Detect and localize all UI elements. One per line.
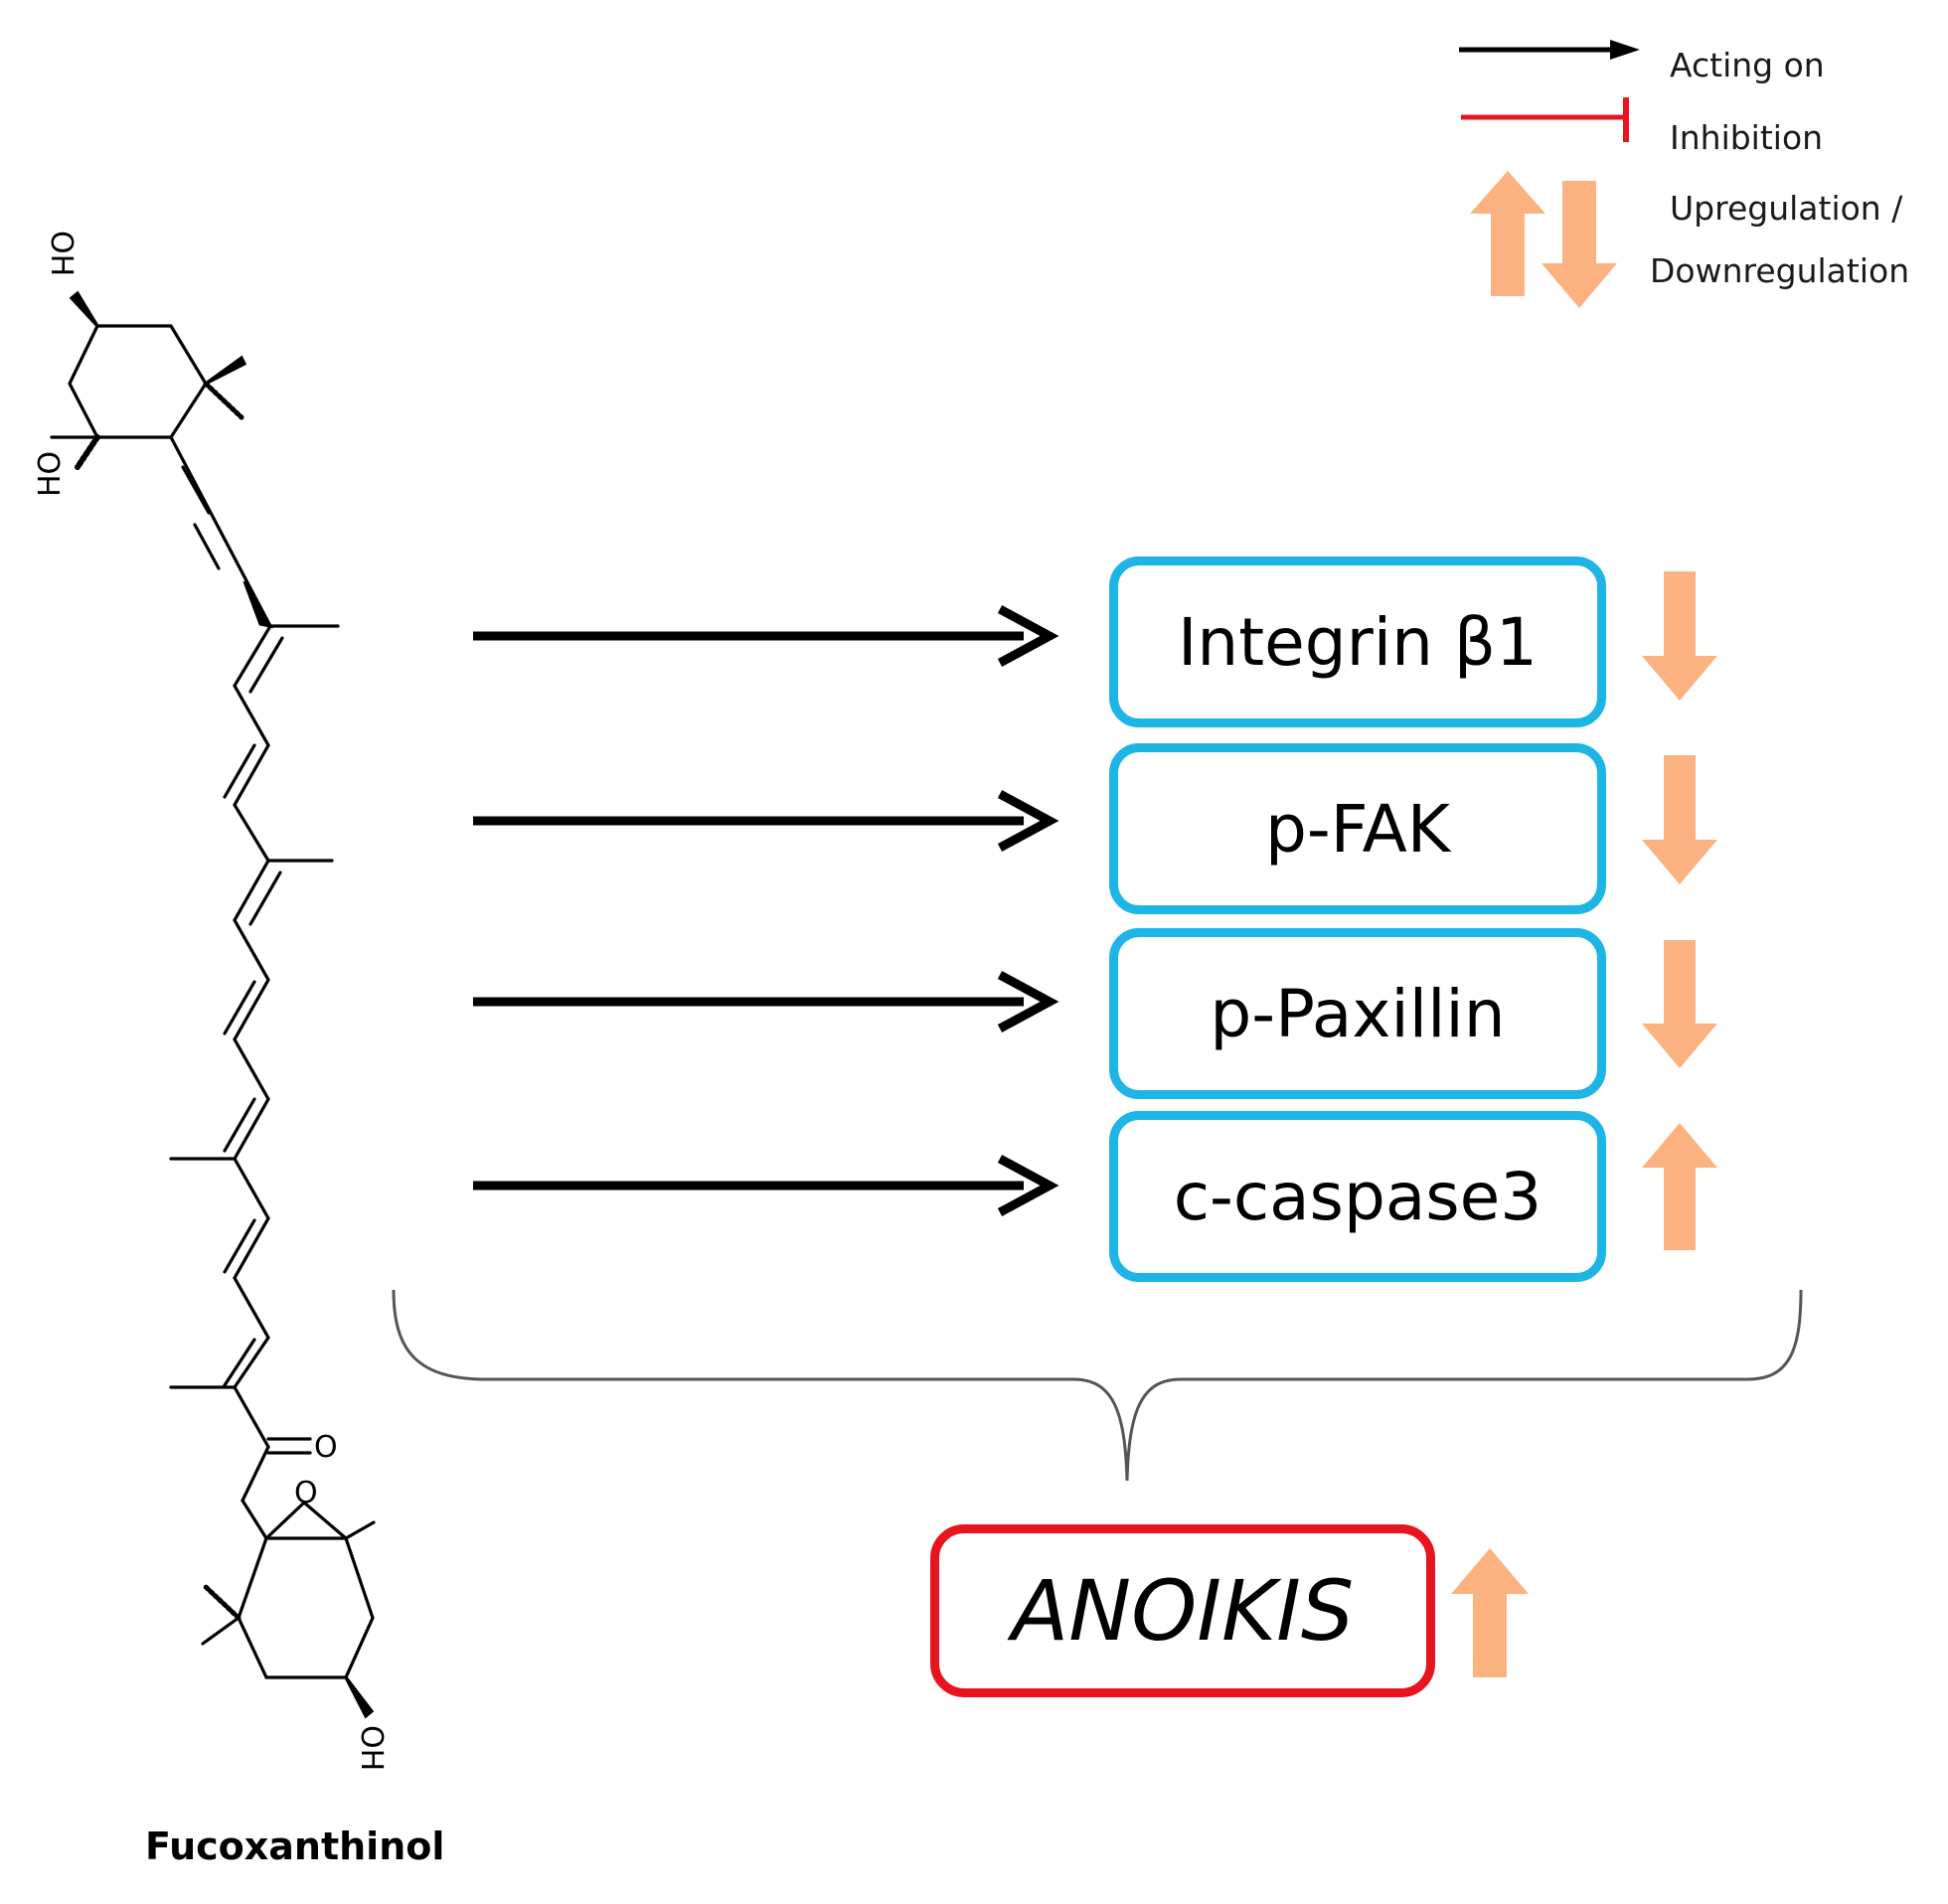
target-label: c-caspase3 bbox=[1173, 1158, 1542, 1235]
atom-label: OH bbox=[44, 231, 79, 276]
legend-regulation-label-line1: Upregulation / bbox=[1670, 189, 1903, 228]
legend-inhibition-label: Inhibition bbox=[1670, 118, 1824, 157]
atom-label: O bbox=[294, 1476, 318, 1510]
acting-on-arrow bbox=[473, 605, 1059, 667]
target-box-pfak: p-FAK bbox=[1109, 743, 1606, 914]
atom-label: OH bbox=[354, 1725, 389, 1771]
downregulation-arrow-icon bbox=[1642, 755, 1717, 884]
grouping-brace bbox=[392, 1289, 1803, 1482]
outcome-box-anoikis: ANOIKIS bbox=[930, 1524, 1435, 1697]
legend-inhibition-icon bbox=[1461, 97, 1629, 142]
legend-acting-on-label: Acting on bbox=[1670, 46, 1825, 84]
downregulation-arrow-icon bbox=[1642, 571, 1717, 701]
atom-label: HO bbox=[33, 451, 68, 497]
target-label: p-Paxillin bbox=[1210, 975, 1506, 1052]
target-box-integrin: Integrin β1 bbox=[1109, 556, 1606, 727]
legend-down-arrow-icon bbox=[1542, 181, 1617, 308]
outcome-label: ANOIKIS bbox=[1011, 1562, 1355, 1660]
legend-up-arrow-icon bbox=[1470, 171, 1545, 296]
fucoxanthinol-structure bbox=[50, 290, 376, 1719]
acting-on-arrow bbox=[473, 1155, 1059, 1216]
atom-label: O bbox=[314, 1430, 338, 1465]
target-box-ccaspase3: c-caspase3 bbox=[1109, 1111, 1606, 1282]
target-box-ppaxillin: p-Paxillin bbox=[1109, 928, 1606, 1099]
acting-on-arrow bbox=[473, 790, 1059, 852]
target-label: Integrin β1 bbox=[1177, 603, 1539, 681]
target-label: p-FAK bbox=[1264, 790, 1451, 868]
acting-on-arrow bbox=[473, 971, 1059, 1032]
upregulation-arrow-icon bbox=[1642, 1123, 1717, 1250]
legend-acting-on-arrow-icon bbox=[1459, 40, 1640, 60]
downregulation-arrow-icon bbox=[1642, 940, 1717, 1068]
outcome-upregulation-arrow-icon bbox=[1451, 1548, 1529, 1677]
compound-name: Fucoxanthinol bbox=[145, 1825, 445, 1868]
legend-regulation-label-line2: Downregulation bbox=[1650, 251, 1910, 290]
